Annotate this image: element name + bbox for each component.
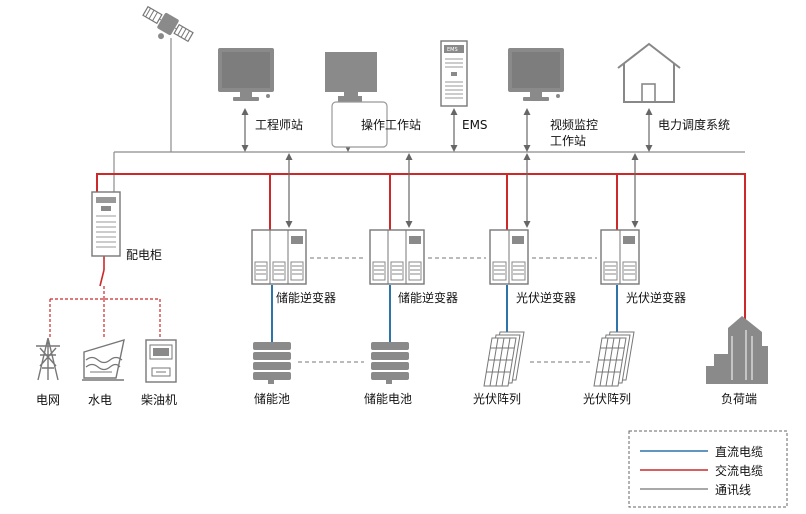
pv-array-1-icon xyxy=(483,331,525,387)
house-icon xyxy=(617,42,681,103)
power-tower-icon xyxy=(36,337,60,381)
diesel-generator-icon xyxy=(145,339,177,383)
storage-1-label: 储能池 xyxy=(254,391,290,406)
inverter-4-label: 光伏逆变器 xyxy=(626,290,686,305)
video-monitor-icon xyxy=(508,48,564,101)
diesel-source-label: 柴油机 xyxy=(141,393,177,407)
legend: 直流电缆 交流电缆 通讯线 xyxy=(628,430,788,508)
pv-array-1-label: 光伏阵列 xyxy=(473,392,521,406)
hydro-source-label: 水电 xyxy=(88,393,112,407)
legend-box xyxy=(628,430,788,508)
engineer-monitor-icon xyxy=(218,48,274,101)
battery-stack-2-icon xyxy=(371,342,409,384)
pv-inverter-1-icon xyxy=(489,229,529,285)
operator-station-label: 操作工作站 xyxy=(361,117,421,132)
inverter-1-label: 储能逆变器 xyxy=(276,290,336,305)
ac-source-distribution xyxy=(49,286,161,338)
pv-array-2-icon xyxy=(593,331,635,387)
battery-stack-1-icon xyxy=(253,342,291,384)
storage-inverter-2-icon xyxy=(369,229,425,285)
inverter-2-label: 储能逆变器 xyxy=(398,290,458,305)
load-label: 负荷端 xyxy=(721,392,757,406)
inverter-3-label: 光伏逆变器 xyxy=(516,290,576,305)
engineer-station-label: 工程师站 xyxy=(255,117,303,132)
ems-server-icon: EMS xyxy=(440,40,468,107)
distribution-cabinet-icon xyxy=(91,191,121,257)
legend-ac-label: 交流电缆 xyxy=(715,463,763,478)
storage-inverter-1-icon xyxy=(251,229,307,285)
operator-station-icon xyxy=(325,52,388,148)
pv-inverter-2-icon xyxy=(600,229,640,285)
storage-2-label: 储能电池 xyxy=(364,391,412,406)
dispatch-system-label: 电力调度系统 xyxy=(658,117,730,132)
grid-source-label: 电网 xyxy=(36,393,60,407)
cabinet-label: 配电柜 xyxy=(126,248,162,262)
video-station-label-2: 工作站 xyxy=(550,134,586,148)
legend-comm-label: 通讯线 xyxy=(715,483,751,497)
satellite-icon xyxy=(142,5,194,43)
buildings-icon xyxy=(706,316,768,384)
pv-array-2-label: 光伏阵列 xyxy=(583,392,631,406)
ac-switch xyxy=(99,269,105,287)
legend-dc-label: 直流电缆 xyxy=(715,445,763,459)
ems-label: EMS xyxy=(462,118,488,132)
svg-text:EMS: EMS xyxy=(447,47,458,53)
hydro-dam-icon xyxy=(82,338,125,381)
video-station-label-1: 视频监控 xyxy=(550,117,598,132)
ac-bus xyxy=(96,173,746,322)
